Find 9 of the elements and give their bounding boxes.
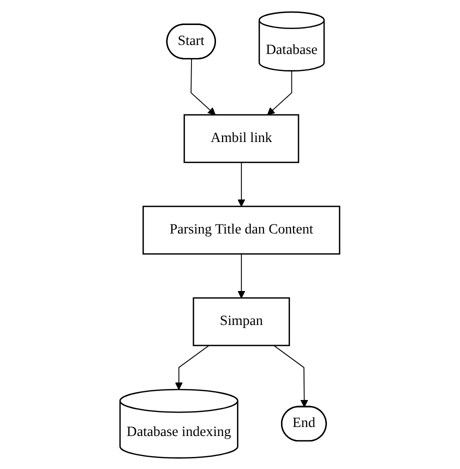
arrow bbox=[274, 344, 308, 407]
arrow bbox=[238, 253, 246, 298]
node-box: Simpan bbox=[192, 296, 290, 346]
node-box: Ambil link bbox=[184, 114, 300, 163]
node-box: Parsing Title dan Content bbox=[142, 205, 340, 254]
arrow bbox=[190, 58, 216, 115]
arrow bbox=[267, 70, 292, 115]
arrow bbox=[175, 344, 210, 390]
arrow bbox=[238, 161, 246, 206]
